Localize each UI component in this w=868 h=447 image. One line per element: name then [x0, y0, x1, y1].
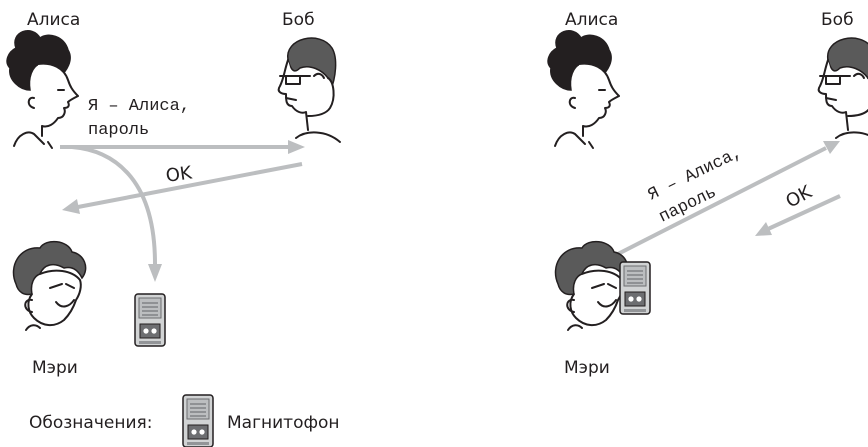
intercept-arrow: [71, 145, 157, 265]
mary-icon: [12, 240, 87, 331]
mary-label: Мэри: [564, 358, 610, 378]
bob-label: Боб: [821, 10, 854, 30]
tape-recorder-icon: [134, 293, 166, 347]
tape-recorder-icon: [182, 394, 214, 447]
ok-label: OK: [164, 162, 194, 187]
alice-icon: [547, 29, 620, 149]
alice-to-bob-arrowhead: [288, 140, 305, 154]
message-line-2: пароль: [88, 121, 149, 140]
alice-label: Алиса: [565, 10, 618, 30]
mary-icon: [554, 240, 629, 331]
bob-to-mary-arrowhead: [755, 222, 772, 236]
legend-prefix: Обозначения:: [29, 413, 152, 433]
bob-icon: [277, 37, 341, 143]
alice-label: Алиса: [27, 10, 80, 30]
bob-to-alice-arrowhead: [62, 199, 80, 214]
bob-label: Боб: [282, 10, 315, 30]
mary-to-bob-arrow: [611, 146, 827, 259]
alice-icon: [6, 29, 79, 149]
left-scene: Алиса Боб Я – Алиса, пароль OK Мэри: [6, 10, 341, 378]
bob-to-alice-arrow: [77, 162, 303, 209]
right-scene: Алиса Боб Я – Алиса, пароль OK Мэри: [547, 10, 868, 378]
message-line-1: Я – Алиса,: [88, 97, 190, 116]
mary-label: Мэри: [32, 358, 78, 378]
tape-recorder-icon: [619, 261, 651, 315]
mary-to-bob-arrowhead: [823, 141, 840, 154]
legend-recorder-label: Магнитофон: [227, 413, 340, 433]
bob-to-mary-arrow: [767, 194, 841, 231]
legend: Обозначения: Магнитофон: [29, 394, 340, 447]
bob-icon: [817, 37, 868, 143]
intercept-arrowhead: [148, 264, 162, 282]
